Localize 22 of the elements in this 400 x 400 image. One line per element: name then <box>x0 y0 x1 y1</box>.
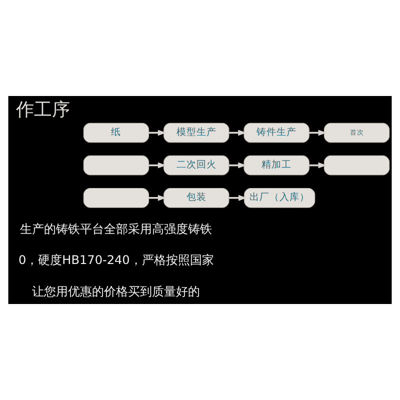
arrow <box>309 162 327 168</box>
node-box <box>83 155 150 176</box>
node-box: 铸件生产 <box>244 122 310 143</box>
label: 让您用优惠的价格买到质量好的 <box>32 284 200 299</box>
label: 生产的铸铁平台全部采用高强度铸铁 <box>20 222 212 236</box>
node-box: 精加工 <box>244 155 310 176</box>
node-box: 出厂（入库） <box>244 188 316 208</box>
diagram-title: 作工序 <box>16 99 70 120</box>
node-box: 模型生产 <box>164 122 230 143</box>
label: 0，硬度HB170-240，严格按照国家 <box>18 253 214 268</box>
arrow <box>309 130 327 136</box>
node-box: 纸 <box>83 122 150 143</box>
node-box: 二次回火 <box>164 155 230 176</box>
arrow <box>148 194 166 201</box>
node-box: 包装 <box>164 188 230 208</box>
arrow <box>148 130 166 136</box>
arrow <box>228 162 247 168</box>
node-box <box>83 188 150 208</box>
arrow <box>229 194 247 201</box>
arrow <box>148 162 166 168</box>
node-box <box>324 155 390 176</box>
arrow <box>228 130 247 136</box>
